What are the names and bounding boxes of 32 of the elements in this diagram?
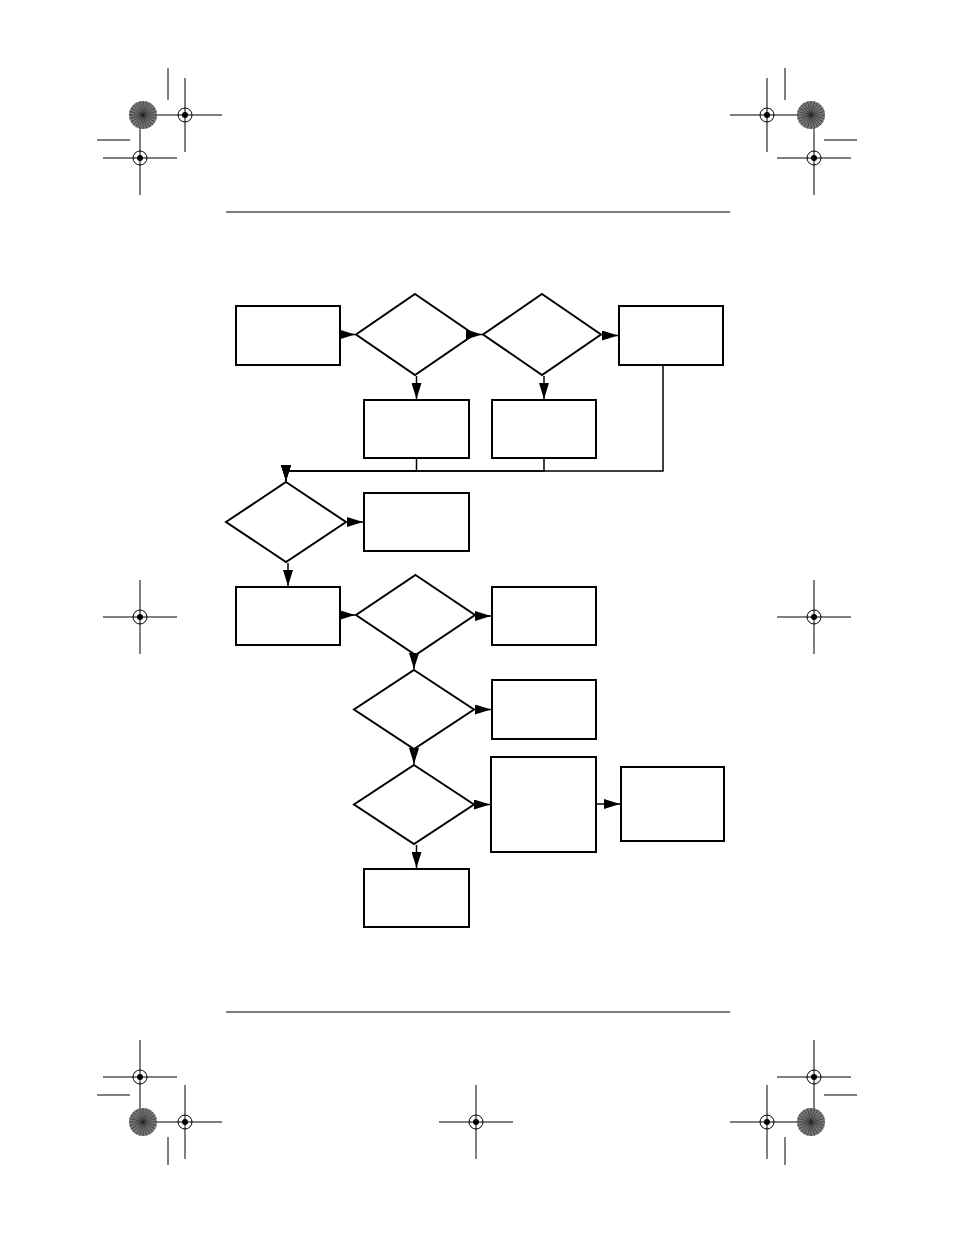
decision-diamond bbox=[482, 293, 602, 376]
process-box bbox=[620, 766, 725, 842]
arrow bbox=[283, 562, 293, 587]
arrow bbox=[596, 799, 621, 809]
process-box bbox=[491, 399, 597, 459]
decision-diamond bbox=[353, 669, 475, 750]
arrow bbox=[474, 799, 491, 810]
process-box bbox=[363, 399, 470, 459]
arrow bbox=[539, 375, 549, 400]
arrow bbox=[466, 329, 483, 340]
arrow bbox=[475, 611, 492, 621]
process-box bbox=[491, 679, 597, 740]
decision-diamond bbox=[355, 574, 476, 656]
arrow bbox=[281, 365, 664, 482]
arrow bbox=[339, 329, 356, 340]
decision-diamond bbox=[353, 764, 475, 845]
process-box bbox=[490, 756, 597, 853]
arrow bbox=[409, 653, 419, 670]
arrow bbox=[411, 844, 422, 869]
process-box bbox=[363, 868, 470, 928]
process-box bbox=[235, 586, 341, 646]
arrow bbox=[474, 704, 492, 715]
decision-diamond bbox=[225, 481, 347, 563]
arrow bbox=[409, 748, 419, 765]
arrow bbox=[601, 330, 619, 341]
arrow bbox=[346, 517, 364, 527]
process-box bbox=[235, 305, 341, 366]
process-box bbox=[491, 586, 597, 646]
process-box bbox=[618, 305, 724, 366]
process-box bbox=[363, 492, 470, 552]
arrow bbox=[411, 375, 422, 400]
arrow bbox=[339, 610, 356, 620]
